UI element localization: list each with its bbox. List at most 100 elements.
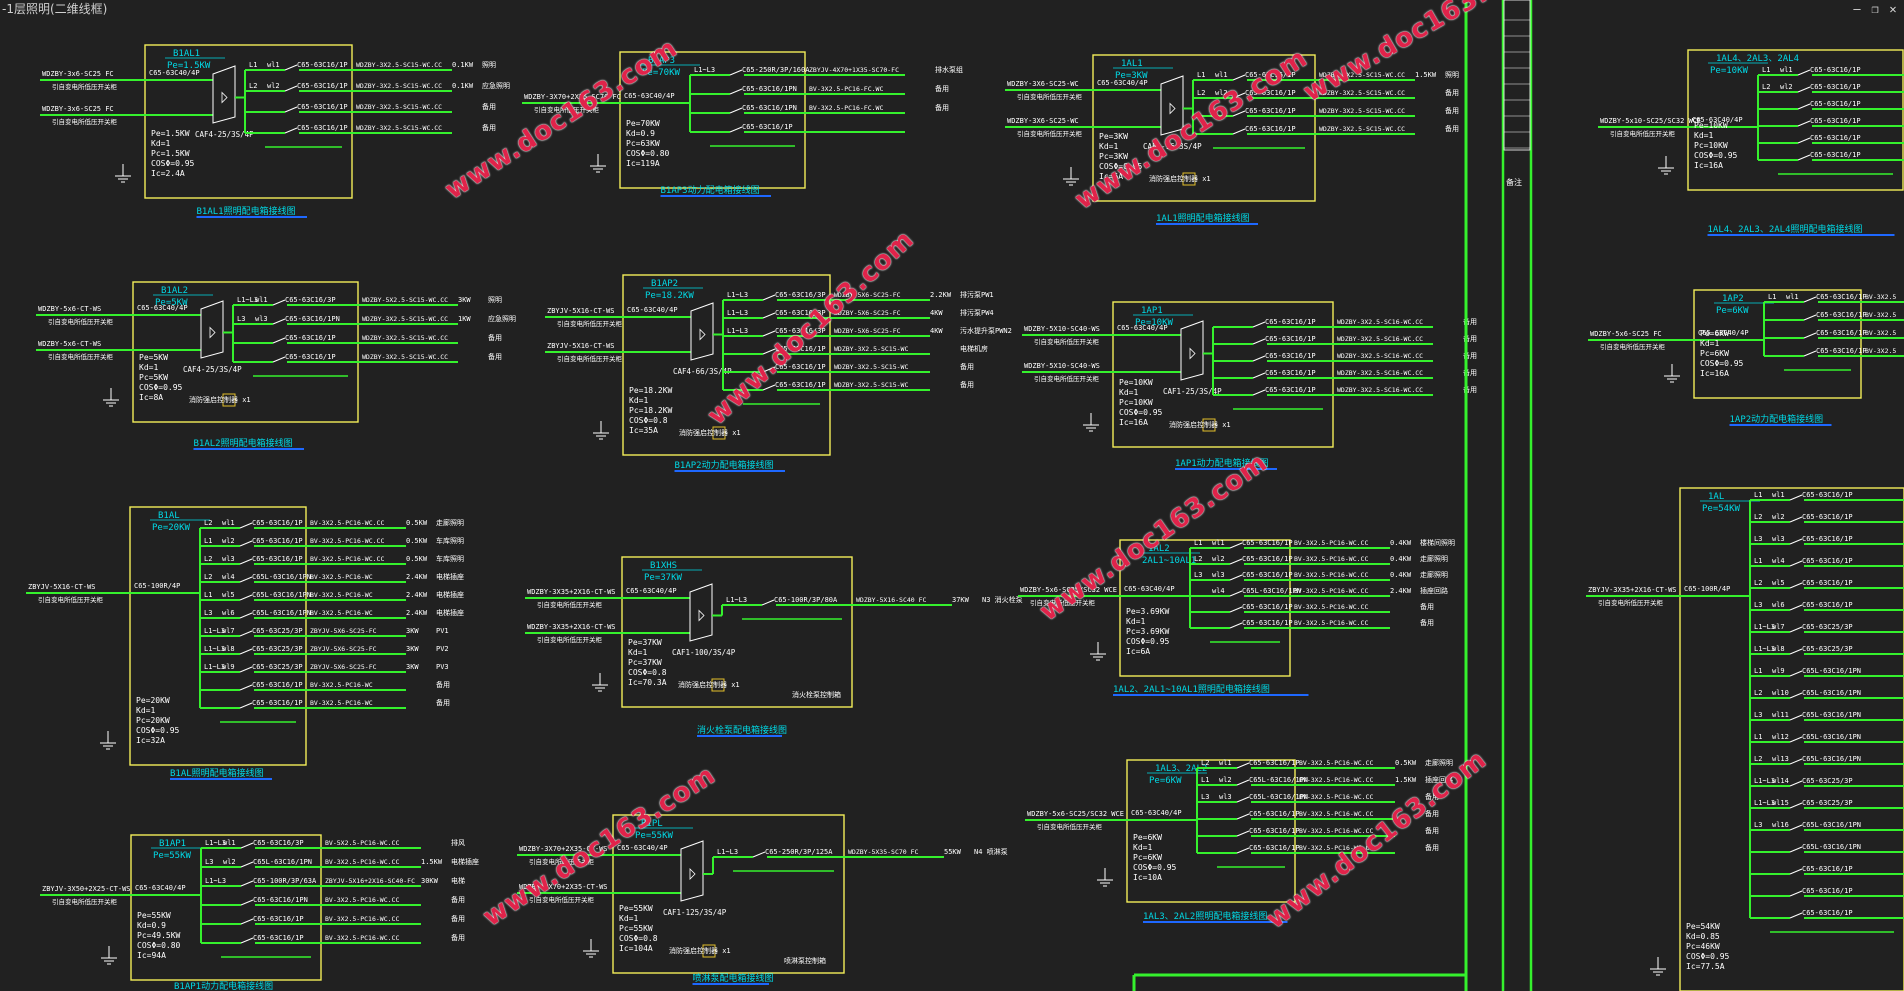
box-caption: 消火栓泵配电箱接线图 [697, 724, 787, 736]
circuit-load: 0.5KW [406, 537, 428, 545]
feeder-source: 引自变电所低压开关柜 [529, 857, 595, 866]
feeder-source: 引自变电所低压开关柜 [38, 595, 104, 604]
circuit-use: 备用 [935, 84, 949, 93]
circuit-cable: BV-3X2.5-PC16-WC [310, 699, 373, 707]
circuit-breaker: C65-63C25/3P [1802, 777, 1853, 785]
ats-arrow-icon [698, 609, 705, 622]
circuit-breaker: C65-63C16/1P [1265, 352, 1316, 360]
load-parameter: Pe=5KW [139, 353, 168, 362]
load-parameter: Pe=10KW [1119, 378, 1153, 387]
breaker-switch-icon [1797, 103, 1811, 110]
breaker-switch-icon [239, 648, 253, 655]
circuit-phase: L1~L3 [204, 663, 225, 671]
load-parameter: Pc=37KW [628, 658, 662, 667]
distribution-box-b1ap1[interactable]: B1AP1Pe=55KWZBYJV-3X50+2X25-CT-WS引自变电所低压… [40, 834, 479, 991]
circuit-phase: L1~L3 [727, 291, 748, 299]
circuit-cable: WDZBY-3X2.5-SC15-WC [834, 345, 908, 353]
breaker-switch-icon [1229, 622, 1243, 629]
circuit-phase: L2 [1754, 755, 1762, 763]
feeder-cable: ZBYJV-3X50+2X25-CT-WS [42, 885, 131, 893]
circuit-use: 插座回路 [1425, 775, 1453, 784]
circuit-cable: BV-3X2.5-PC16-WC [310, 591, 373, 599]
load-parameter: COSΦ=0.95 [139, 383, 183, 392]
breaker-switch-icon [729, 107, 743, 114]
distribution-box-1al1[interactable]: 1AL1Pe=3KWWDZBY-3X6-SC25-WC引自变电所低压开关柜WDZ… [1005, 54, 1459, 225]
minimize-icon[interactable]: – [1853, 2, 1861, 16]
circuit-load: 0.4KW [1390, 571, 1412, 579]
circuit-breaker: C65L-63C16/1PN [1249, 776, 1308, 784]
circuit-phase: L3 [204, 609, 212, 617]
circuit-use: 照明 [1445, 71, 1459, 79]
breaker-switch-icon [1797, 154, 1811, 161]
breaker-switch-icon [1803, 296, 1817, 303]
circuit-breaker: C65-63C16/1P [1249, 844, 1300, 852]
feeder-source: 引自变电所低压开关柜 [557, 354, 623, 363]
circuit-number: wl1 [1772, 491, 1785, 499]
circuit-cable: BV-3X2.5-PC16-WC.CC [310, 555, 384, 563]
distribution-box-1ap1[interactable]: 1AP1Pe=10KWWDZBY-5X10-SC40-WS引自变电所低压开关柜W… [1022, 301, 1477, 470]
restore-icon[interactable]: ❐ [1871, 2, 1879, 16]
circuit-phase: L1~L3 [717, 848, 738, 856]
circuit-load: 2.4KW [406, 573, 428, 581]
circuit-use: 排水泵组 [935, 65, 963, 74]
box-name: 1AL1 [1121, 59, 1143, 69]
breaker-switch-icon [1797, 120, 1811, 127]
circuit-breaker: C65-63C16/3P [775, 327, 826, 335]
circuit-breaker: C65-63C16/1PN [253, 896, 308, 904]
circuit-use: 走廊照明 [436, 518, 464, 527]
ats-switch-icon [1160, 75, 1184, 136]
box-caption: B1AL照明配电箱接线图 [170, 767, 264, 779]
circuit-use: 车库照明 [436, 536, 464, 545]
circuit-cable: ZBYJV-5X16+2X16-SC40-FC [325, 877, 415, 885]
distribution-box-b1ap2[interactable]: B1AP2Pe=18.2KWZBYJV-5X16-CT-WS引自变电所低压开关柜… [545, 274, 1012, 472]
circuit-breaker: C65-63C16/1P [1802, 579, 1853, 587]
distribution-box-b1pl[interactable]: B1PLPe=55KWWDZBY-3X70+2X35-CT-WS引自变电所低压开… [517, 814, 1008, 985]
circuit-number: wl16 [1772, 821, 1789, 829]
circuit-breaker: C65-63C16/1P [252, 681, 303, 689]
breaker-switch-icon [1789, 648, 1803, 655]
circuit-use: PV1 [436, 627, 449, 635]
distribution-box-1al[interactable]: 1ALPe=54KWZBYJV-3X35+2X16-CT-WS引自变电所低压开关… [1586, 487, 1904, 991]
box-pe: Pe=3KW [1115, 71, 1148, 81]
distribution-box-1al4[interactable]: 1AL4、2AL3、2AL4Pe=10KWWDZBY-5x10-SC25/SC3… [1598, 49, 1904, 236]
circuit-cable: BV-3X2.5-PC16-WC.CC [1294, 539, 1368, 547]
circuit-breaker: C65-63C16/1P [1242, 555, 1293, 563]
breaker-switch-icon [239, 684, 253, 691]
main-breaker-label: C65-63C40/4P [149, 69, 200, 77]
main-breaker-label: C65-63C40/4P [624, 92, 675, 100]
distribution-box-b1xhs[interactable]: B1XHSPe=37KWWDZBY-3X35+2X16-CT-WS引自变电所低压… [525, 556, 1023, 737]
box-caption: 1AL2、2AL1~10AL1照明配电箱接线图 [1113, 683, 1270, 695]
breaker-switch-icon [284, 127, 298, 134]
distribution-box-b1al[interactable]: B1ALPe=20KWZBYJV-5X16-CT-WS引自变电所低压开关柜C65… [26, 506, 464, 780]
ats-arrow-icon [1189, 347, 1196, 360]
circuit-breaker: C65-63C16/3P [775, 309, 826, 317]
ats-breaker-label: CAF1-125/3S/4P [663, 908, 727, 917]
circuit-phase: L2 [1762, 83, 1770, 91]
circuit-use: 电梯插座 [436, 572, 464, 581]
title-block-cell [1503, 0, 1531, 151]
distribution-box-b1al2[interactable]: B1AL2Pe=5KWWDZBY-5x6-CT-WS引自变电所低压开关柜WDZB… [36, 281, 516, 450]
box-pe: Pe=10KW [1710, 66, 1749, 76]
feeder-cable: WDZBY-5x6-SC25 FC [1590, 330, 1662, 338]
circuit-phase: L2 [1201, 759, 1209, 767]
circuit-cable: BV-3X2.5-PC16-WC.CC [1299, 759, 1373, 767]
close-icon[interactable]: ✕ [1889, 2, 1897, 16]
breaker-switch-icon [1229, 558, 1243, 565]
